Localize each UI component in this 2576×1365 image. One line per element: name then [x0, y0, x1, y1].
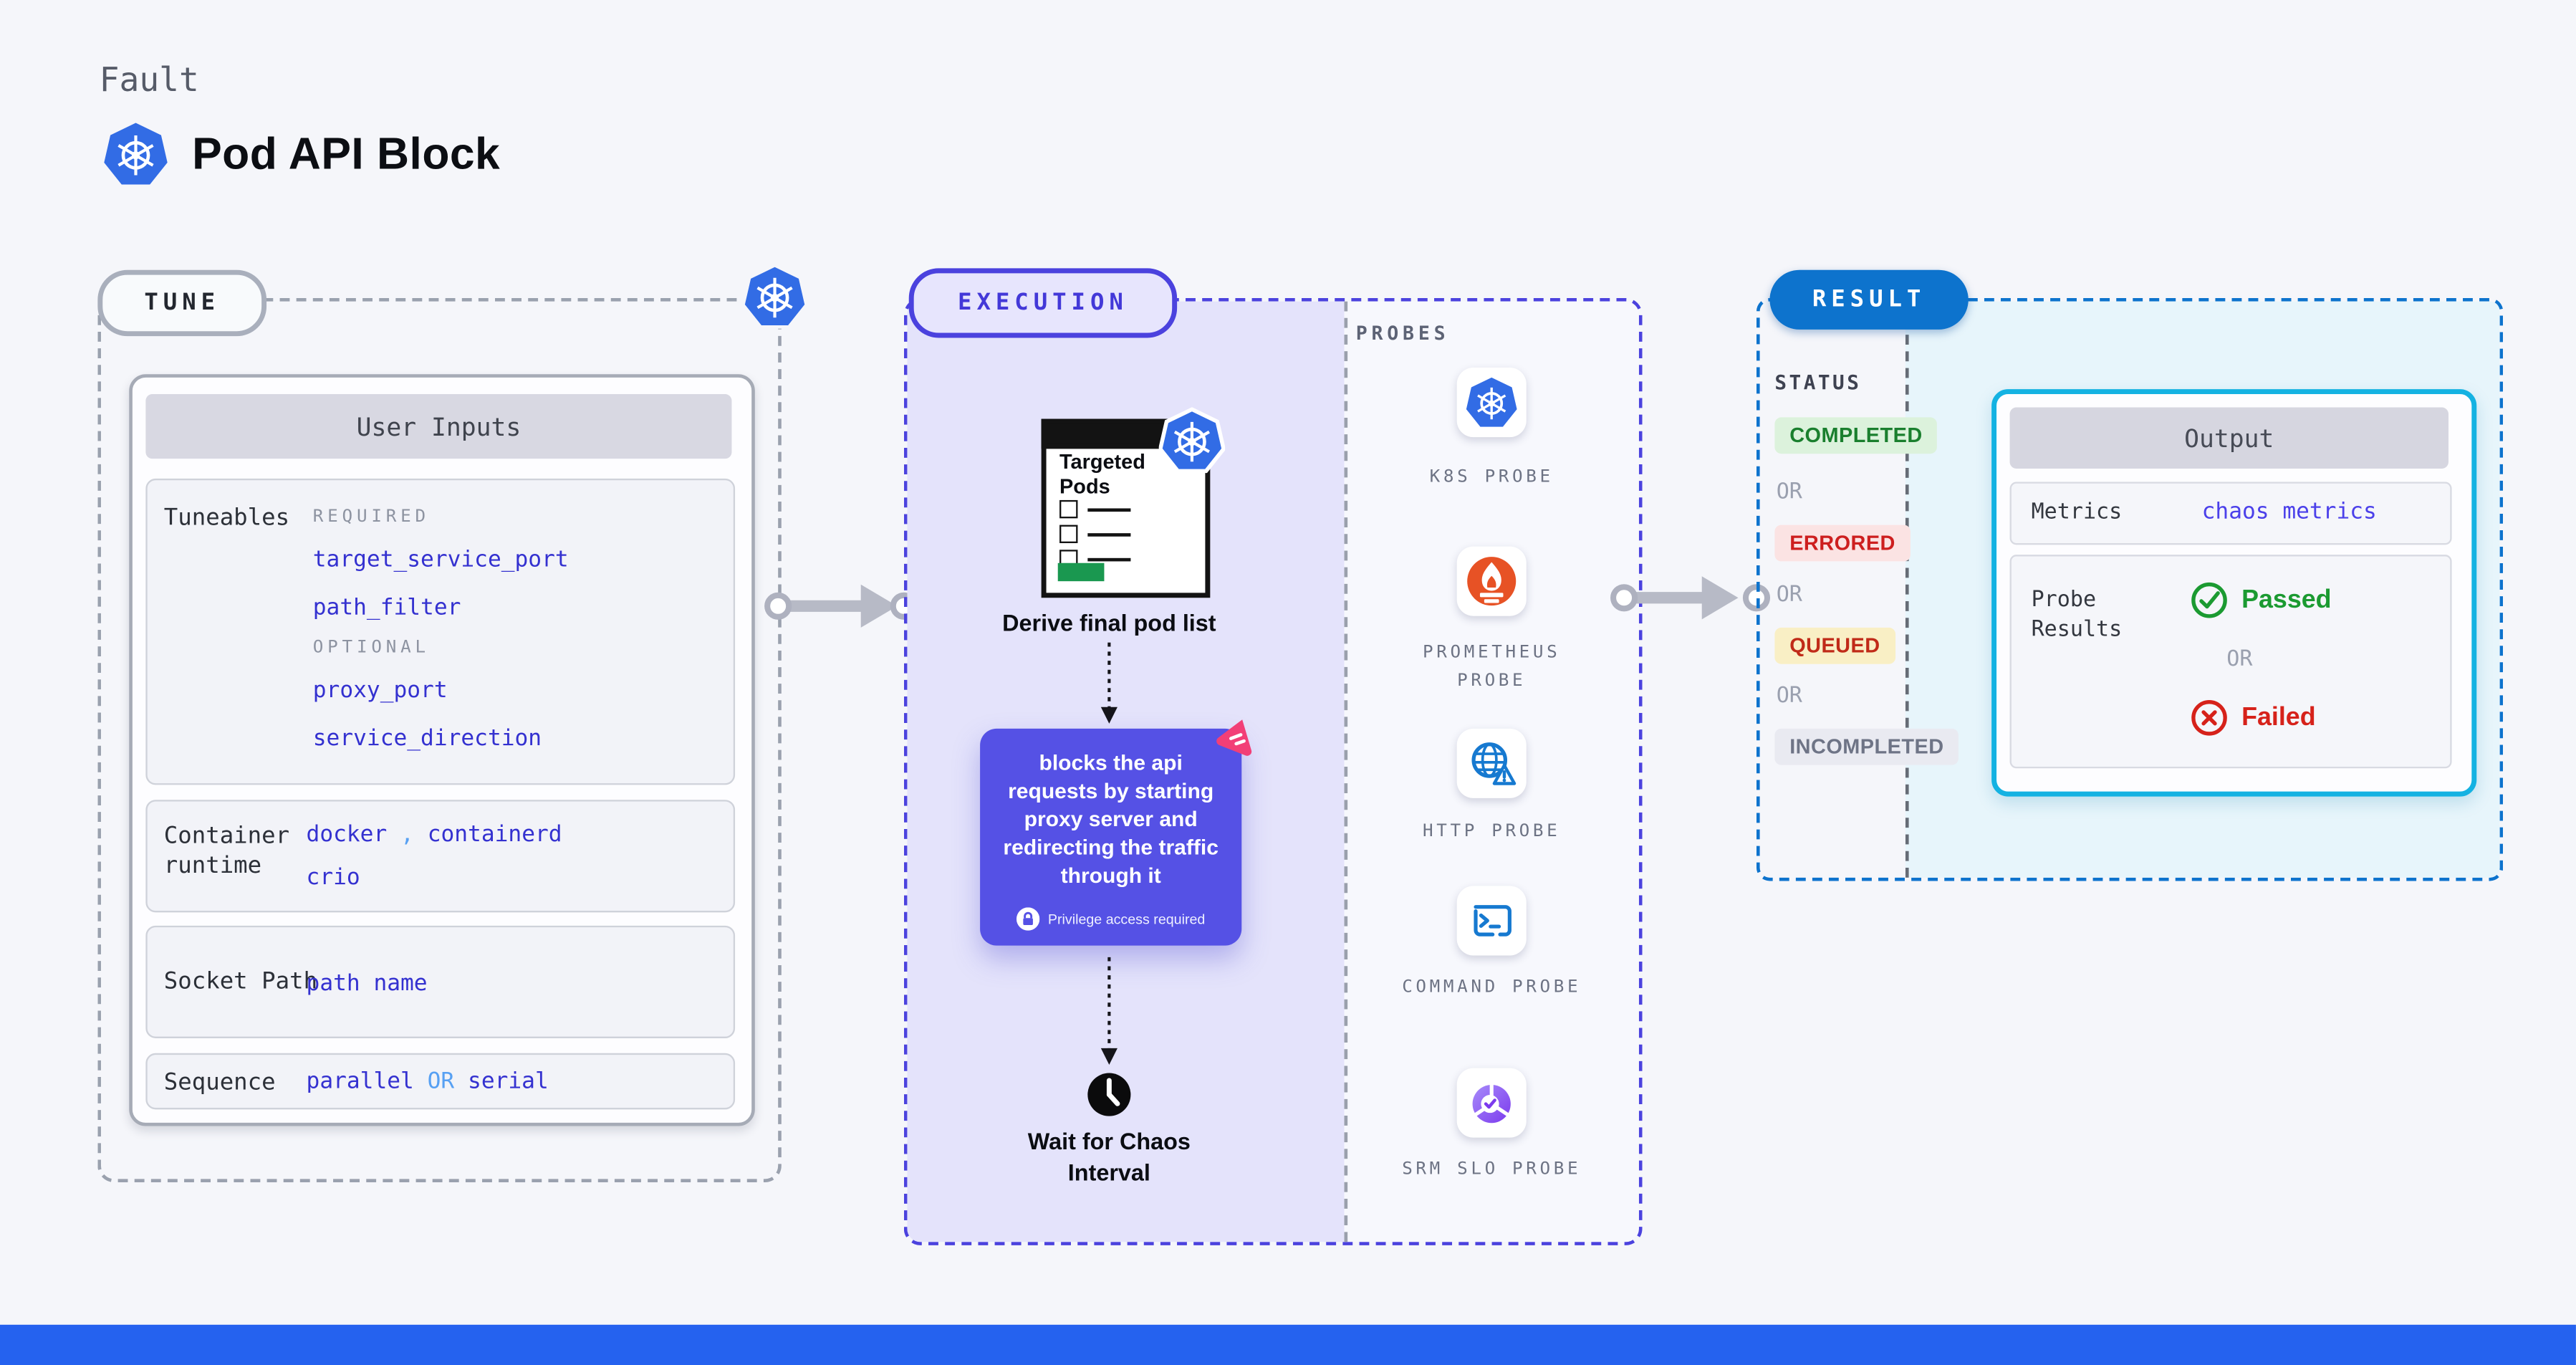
- status-title: STATUS: [1774, 370, 1862, 395]
- execution-badge: EXECUTION: [908, 268, 1178, 338]
- probe-card-srm-slo: [1456, 1068, 1527, 1138]
- status-pill-queued: QUEUED: [1774, 627, 1895, 664]
- sequence-serial: serial: [468, 1068, 549, 1095]
- metrics-label: Metrics: [2031, 499, 2123, 525]
- runtime-separator: ,: [400, 821, 414, 848]
- dotted-arrow-down-icon: [1100, 642, 1118, 724]
- socket-path-row: Socket Path path name: [145, 925, 736, 1038]
- lock-icon: [1016, 907, 1040, 931]
- tuneable-optional-0: proxy_port: [312, 677, 448, 704]
- output-title: Output: [2009, 407, 2448, 469]
- probe-label-command: COMMAND PROBE: [1402, 977, 1582, 997]
- privilege-label: Privilege access required: [1047, 911, 1206, 928]
- pod-list-item: [1059, 525, 1131, 544]
- tuneables-label: Tuneables: [163, 504, 290, 532]
- sequence-row: Sequence parallel OR serial: [145, 1053, 736, 1110]
- failed-line: Failed: [2190, 699, 2316, 737]
- pod-list-item: [1059, 499, 1131, 519]
- slo-pie-icon: [1472, 1083, 1511, 1124]
- sequence-label: Sequence: [163, 1069, 276, 1096]
- bottom-accent-bar: [0, 1324, 2576, 1365]
- probe-results-row: Probe Results Passed OR Failed: [2009, 555, 2452, 769]
- probe-label-srm-slo: SRM SLO PROBE: [1402, 1159, 1582, 1179]
- tune-section-box: [97, 297, 782, 1183]
- status-or: OR: [1776, 684, 1802, 709]
- container-runtime-label: Container runtime: [163, 823, 290, 880]
- terminal-icon: [1474, 905, 1512, 937]
- sequence-parallel: parallel: [306, 1068, 414, 1095]
- status-pill-incompleted: INCOMPLETED: [1774, 728, 1959, 765]
- passed-label: Passed: [2241, 585, 2332, 614]
- probe-label-k8s: K8S PROBE: [1429, 466, 1554, 487]
- status-or: OR: [1776, 480, 1802, 505]
- targeted-pods-title: Targeted Pods: [1059, 450, 1145, 499]
- check-circle-icon: [2191, 582, 2227, 618]
- tune-badge: TUNE: [97, 269, 267, 337]
- status-pill-completed: COMPLETED: [1774, 417, 1938, 454]
- checkbox-icon: [1059, 499, 1078, 519]
- socket-path-label: Socket Path: [163, 968, 318, 995]
- http-globe-icon: [1471, 742, 1517, 785]
- metrics-row: Metrics chaos metrics: [2009, 482, 2452, 545]
- probe-card-command: [1456, 886, 1527, 956]
- tuneables-row: Tuneables REQUIRED target_service_port p…: [145, 478, 736, 785]
- privilege-row: Privilege access required: [980, 907, 1241, 931]
- output-card: Output Metrics chaos metrics Probe Resul…: [1991, 389, 2477, 797]
- socket-path-value: path name: [306, 970, 428, 997]
- probes-title: PROBES: [1355, 321, 1450, 345]
- chaos-pink-icon: [1216, 719, 1252, 756]
- optional-label: OPTIONAL: [312, 637, 430, 658]
- tuneable-required-0: target_service_port: [312, 546, 569, 573]
- clock-icon: [1087, 1073, 1131, 1116]
- tuneable-required-1: path_filter: [312, 594, 461, 621]
- tuneable-optional-1: service_direction: [312, 725, 542, 752]
- green-bar-icon: [1057, 562, 1105, 582]
- wait-chaos-label: Wait for Chaos Interval: [1027, 1127, 1191, 1186]
- line-icon: [1087, 557, 1131, 561]
- kubernetes-icon: [104, 123, 168, 185]
- probe-label-prometheus: PROMETHEUS PROBE: [1423, 642, 1561, 691]
- container-runtime-row: Container runtime docker , containerd cr…: [145, 800, 736, 913]
- required-label: REQUIRED: [312, 507, 430, 527]
- execution-to-result-arrow: [1610, 576, 1771, 620]
- checkbox-icon: [1059, 525, 1078, 544]
- runtime-containerd: containerd: [427, 821, 562, 848]
- probe-card-http: [1456, 728, 1527, 798]
- status-pill-errored: ERRORED: [1774, 525, 1911, 562]
- probe-results-label: Probe Results: [2031, 588, 2123, 642]
- dotted-arrow-down-icon: [1100, 957, 1118, 1065]
- container-runtime-values: docker , containerd: [307, 821, 562, 848]
- prometheus-icon: [1467, 557, 1517, 606]
- runtime-docker: docker: [306, 821, 388, 848]
- fault-action-text: blocks the api requests by starting prox…: [1003, 749, 1219, 887]
- probe-card-k8s: [1456, 368, 1527, 438]
- output-or: OR: [2226, 647, 2253, 673]
- targeted-pods-doc: Targeted Pods: [1041, 418, 1211, 598]
- kubernetes-icon: [741, 263, 808, 329]
- user-inputs-card: User Inputs Tuneables REQUIRED target_se…: [129, 374, 755, 1126]
- probe-card-prometheus: [1456, 546, 1527, 616]
- kubernetes-icon: [1158, 407, 1226, 474]
- passed-line: Passed: [2190, 581, 2332, 619]
- kubernetes-icon: [1466, 377, 1517, 427]
- tune-to-execution-arrow: [764, 584, 918, 628]
- runtime-crio: crio: [306, 864, 360, 891]
- status-or: OR: [1776, 583, 1802, 608]
- metrics-value: chaos metrics: [2201, 498, 2377, 525]
- probe-label-http: HTTP PROBE: [1423, 821, 1561, 841]
- fault-kicker: Fault: [99, 59, 199, 100]
- user-inputs-title: User Inputs: [145, 394, 732, 459]
- line-icon: [1087, 507, 1131, 511]
- failed-label: Failed: [2241, 703, 2316, 732]
- line-icon: [1087, 532, 1131, 536]
- x-circle-icon: [2191, 700, 2227, 736]
- derive-pod-list-label: Derive final pod list: [1002, 609, 1216, 636]
- result-badge: RESULT: [1769, 269, 1969, 330]
- page-title: Pod API Block: [192, 129, 501, 179]
- fault-action-box: blocks the api requests by starting prox…: [980, 728, 1242, 946]
- sequence-values: parallel OR serial: [307, 1068, 549, 1095]
- sequence-or: OR: [427, 1068, 455, 1095]
